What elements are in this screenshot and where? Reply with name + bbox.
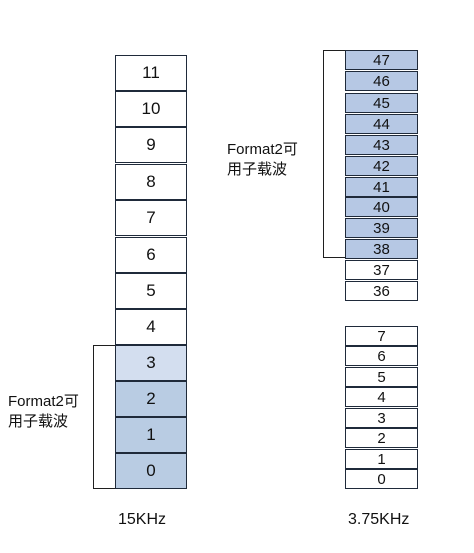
format2-annotation-15khz-line1: Format2可: [8, 393, 79, 410]
format2-annotation-3-75khz: Format2可 用子载波: [227, 140, 298, 180]
axis-label-15khz: 15KHz: [118, 511, 167, 528]
subcarrier-cell-3-75khz-37: 37: [345, 260, 418, 280]
subcarrier-cell-3-75khz-low-5: 5: [345, 367, 418, 387]
subcarrier-cell-3-75khz-43: 43: [345, 135, 418, 155]
subcarrier-cell-15khz-4: 4: [115, 309, 187, 345]
format2-annotation-3-75khz-line1: Format2可: [227, 141, 298, 158]
format2-annotation-15khz-line2: 用子载波: [8, 413, 69, 430]
subcarrier-cell-15khz-2: 2: [115, 381, 187, 417]
subcarrier-cell-3-75khz-39: 39: [345, 218, 418, 238]
axis-label-3-75khz: 3.75KHz: [348, 511, 410, 528]
subcarrier-cell-3-75khz-low-1: 1: [345, 449, 418, 469]
subcarrier-cell-15khz-11: 11: [115, 55, 187, 91]
subcarrier-cell-3-75khz-low-3: 3: [345, 408, 418, 428]
subcarrier-cell-3-75khz-46: 46: [345, 71, 418, 91]
subcarrier-cell-3-75khz-low-2: 2: [345, 428, 418, 448]
subcarrier-cell-3-75khz-low-6: 6: [345, 346, 418, 366]
subcarrier-cell-3-75khz-low-0: 0: [345, 469, 418, 489]
subcarrier-cell-3-75khz-44: 44: [345, 114, 418, 134]
format2-annotation-3-75khz-line2: 用子载波: [227, 161, 288, 178]
subcarrier-cell-3-75khz-45: 45: [345, 93, 418, 113]
subcarrier-cell-15khz-3: 3: [115, 345, 187, 381]
subcarrier-cell-3-75khz-42: 42: [345, 156, 418, 176]
subcarrier-cell-3-75khz-low-4: 4: [345, 387, 418, 407]
format2-annotation-15khz: Format2可 用子载波: [8, 392, 79, 432]
subcarrier-cell-15khz-7: 7: [115, 200, 187, 236]
subcarrier-cell-15khz-10: 10: [115, 91, 187, 127]
subcarrier-cell-3-75khz-41: 41: [345, 177, 418, 197]
subcarrier-cell-15khz-8: 8: [115, 164, 187, 200]
subcarrier-cell-3-75khz-low-7: 7: [345, 326, 418, 346]
subcarrier-cell-15khz-6: 6: [115, 237, 187, 273]
format2-bracket-15khz: [93, 345, 115, 489]
subcarrier-cell-3-75khz-40: 40: [345, 197, 418, 217]
format2-bracket-3-75khz: [323, 50, 345, 258]
subcarrier-cell-15khz-5: 5: [115, 273, 187, 309]
subcarrier-cell-15khz-0: 0: [115, 453, 187, 489]
subcarrier-cell-3-75khz-47: 47: [345, 50, 418, 70]
subcarrier-cell-15khz-1: 1: [115, 417, 187, 453]
subcarrier-cell-15khz-9: 9: [115, 127, 187, 163]
subcarrier-cell-3-75khz-38: 38: [345, 239, 418, 259]
subcarrier-cell-3-75khz-36: 36: [345, 281, 418, 301]
